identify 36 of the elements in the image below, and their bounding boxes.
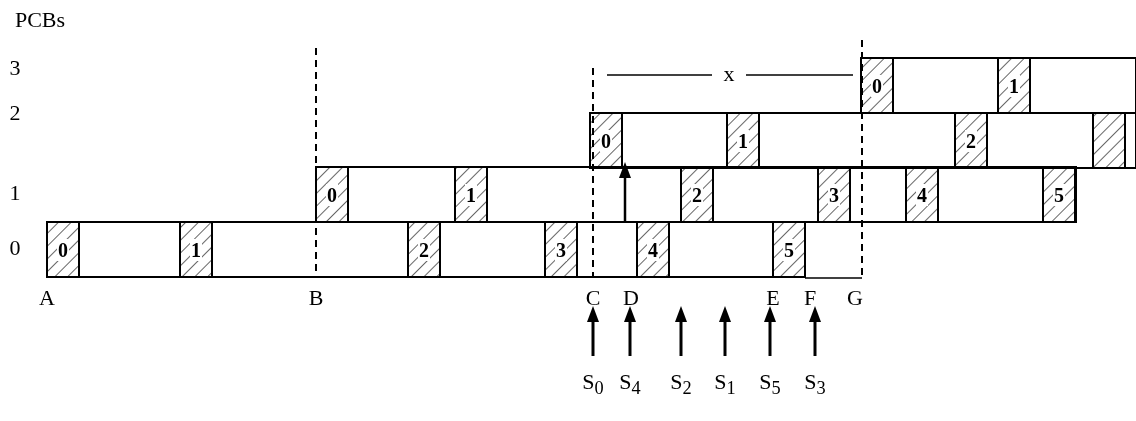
cell-number: 5 [1053, 184, 1065, 206]
signal-label: S$_{4}$ [619, 370, 641, 401]
signal-label: S$_{1}$ [714, 370, 736, 401]
signal-label: S$_{3}$ [804, 370, 826, 401]
cell-number: 3 [555, 239, 567, 261]
cell-number: 3 [828, 184, 840, 206]
cell-number: 1 [190, 239, 202, 261]
cell-number: 4 [647, 239, 659, 261]
point-label: F [803, 286, 817, 310]
cell-number: 5 [783, 239, 795, 261]
signal-label: S$_{0}$ [582, 370, 604, 401]
cell-number: 0 [57, 239, 69, 261]
point-label: E [766, 286, 780, 310]
cell-number: 0 [600, 130, 612, 152]
cell-number: 2 [418, 239, 430, 261]
cell-number: 4 [916, 184, 928, 206]
cell-number: 1 [737, 130, 749, 152]
point-label: A [39, 286, 55, 310]
signal-label: S$_{5}$ [759, 370, 781, 401]
row-number: 2 [9, 101, 21, 125]
row-number: 0 [9, 236, 21, 260]
point-label: B [308, 286, 324, 310]
axis-title: PCBs [14, 8, 66, 32]
cell-number: 2 [965, 130, 977, 152]
point-label: G [847, 286, 863, 310]
cell-number: 0 [326, 184, 338, 206]
cell-number: 0 [871, 75, 883, 97]
point-label: D [623, 286, 639, 310]
cell-number: 1 [465, 184, 477, 206]
row-number: 1 [9, 181, 21, 205]
signal-label: S$_{2}$ [670, 370, 692, 401]
cell-number: 2 [691, 184, 703, 206]
cell-number: 1 [1008, 75, 1020, 97]
dimension-label: x [723, 62, 735, 86]
row-number: 3 [9, 56, 21, 80]
point-label: C [585, 286, 601, 310]
